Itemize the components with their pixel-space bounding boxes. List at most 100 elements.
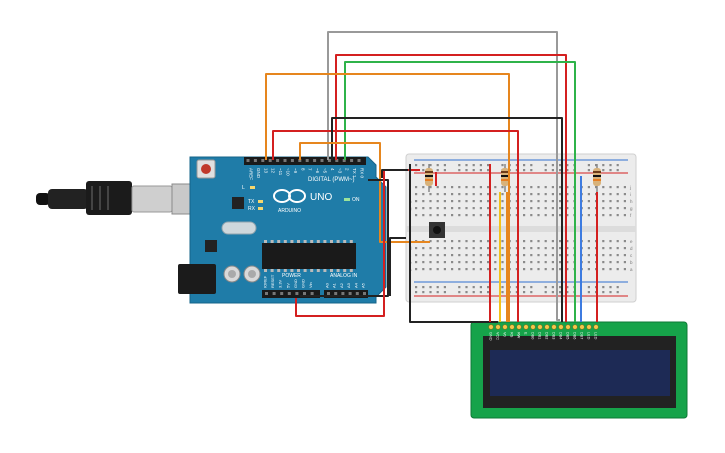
breadboard-hole: [472, 193, 475, 196]
breadboard-hole: [609, 214, 612, 217]
lcd-pin: [558, 324, 564, 330]
wire-black-gnd: [300, 179, 389, 297]
lcd-pin-label: DB6: [573, 332, 577, 339]
breadboard-hole: [530, 268, 533, 271]
breadboard-hole: [436, 240, 439, 243]
breadboard-hole: [472, 268, 475, 271]
chip-pin: [303, 240, 307, 243]
breadboard-hole: [465, 240, 468, 243]
rail-hole: [429, 286, 432, 289]
breadboard-hole: [587, 247, 590, 250]
breadboard-hole: [537, 261, 540, 264]
breadboard-hole: [451, 268, 454, 271]
breadboard-hole: [501, 214, 504, 217]
row-letter: h: [630, 199, 633, 204]
lcd-pin-label: DB4: [559, 332, 563, 339]
chip-pins: [264, 240, 353, 272]
rail-hole: [501, 291, 504, 294]
breadboard-hole: [559, 200, 562, 203]
breadboard-hole: [429, 254, 432, 257]
rail-hole: [515, 291, 518, 294]
chip-pin: [310, 269, 314, 272]
breadboard-center-channel: [406, 226, 636, 232]
rail-hole: [415, 286, 418, 289]
lcd-pin-label: DB1: [538, 332, 542, 339]
breadboard-hole: [458, 240, 461, 243]
rail-hole: [479, 164, 482, 167]
digital-pin: [305, 159, 309, 162]
chip-pin: [336, 240, 340, 243]
breadboard-hole: [566, 268, 569, 271]
rail-hole: [530, 291, 533, 294]
lcd-pin-label: V0: [503, 332, 507, 337]
chip-pin: [264, 269, 267, 272]
rail-hole: [530, 286, 533, 289]
digital-pin: [313, 159, 317, 162]
analog-pin-label: A0: [325, 282, 330, 288]
breadboard-hole: [523, 200, 526, 203]
breadboard-hole: [623, 214, 626, 217]
breadboard-hole: [501, 254, 504, 257]
breadboard-hole: [515, 186, 518, 189]
digital-pin-label: TX 1: [352, 168, 357, 178]
breadboard-hole: [472, 254, 475, 257]
digital-pin-label: ~6: [315, 168, 320, 174]
breadboard-hole: [472, 214, 475, 217]
lcd-pin: [509, 324, 515, 330]
lcd-pin-label: E: [524, 332, 528, 335]
breadboard-hole: [515, 214, 518, 217]
breadboard-hole: [551, 254, 554, 257]
chip-pin: [330, 269, 333, 272]
breadboard-hole: [429, 240, 432, 243]
chip-pin: [349, 269, 353, 272]
breadboard-hole: [458, 200, 461, 203]
led-tx: [258, 200, 263, 203]
rail-hole: [616, 286, 619, 289]
breadboard-hole: [566, 254, 569, 257]
rail-hole: [530, 164, 533, 167]
breadboard-hole: [623, 254, 626, 257]
breadboard-hole: [494, 261, 497, 264]
rail-hole: [587, 286, 590, 289]
breadboard-hole: [487, 254, 490, 257]
breadboard-hole: [623, 247, 626, 250]
breadboard-hole: [609, 254, 612, 257]
breadboard-hole: [494, 240, 497, 243]
rail-hole: [501, 164, 504, 167]
rail-hole: [443, 291, 446, 294]
rail-hole: [602, 286, 605, 289]
breadboard-hole: [487, 261, 490, 264]
rail-hole: [616, 169, 619, 172]
wires: [265, 31, 598, 323]
power-pin-label: RESET: [270, 274, 275, 288]
breadboard-hole: [501, 193, 504, 196]
rail-hole: [422, 286, 425, 289]
breadboard-hole: [422, 207, 425, 210]
analog-pin-label: A2: [339, 282, 344, 288]
lcd-pin-label: LED: [594, 332, 598, 340]
breadboard-hole: [487, 186, 490, 189]
breadboard-hole: [465, 247, 468, 250]
breadboard-hole: [559, 247, 562, 250]
rail-hole: [472, 169, 475, 172]
breadboard-hole: [479, 240, 482, 243]
breadboard-hole: [566, 200, 569, 203]
digital-pin: [290, 159, 294, 162]
breadboard-hole: [429, 261, 432, 264]
breadboard-hole: [523, 240, 526, 243]
chip-pin: [277, 269, 281, 272]
breadboard-hole: [479, 254, 482, 257]
rail-hole: [566, 286, 569, 289]
breadboard-hole: [458, 193, 461, 196]
brand-label: ARDUINO: [278, 208, 301, 214]
breadboard-hole: [544, 200, 547, 203]
voltage-regulator: [205, 240, 217, 252]
breadboard-hole: [436, 186, 439, 189]
breadboard-hole: [443, 200, 446, 203]
lcd-pin-label: VCC: [496, 332, 500, 340]
digital-pin-label: ~11: [278, 168, 283, 176]
breadboard-hole: [587, 240, 590, 243]
rail-hole: [515, 169, 518, 172]
row-letter: c: [630, 253, 633, 258]
